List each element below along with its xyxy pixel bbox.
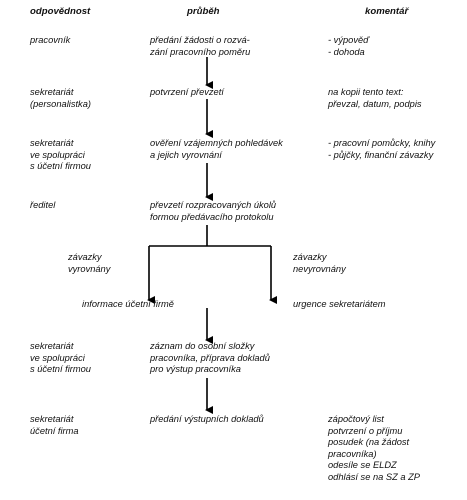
branch-right-outcome: urgence sekretariátem	[293, 299, 386, 309]
header-comment: komentář	[365, 6, 409, 17]
step2-process: potvrzení převzetí	[150, 87, 224, 97]
branch-left-condition: závazky vyrovnány	[68, 252, 111, 274]
step6-comment: zápočtový list potvrzení o příjmu posude…	[328, 414, 420, 482]
step1-process: předání žádosti o rozvá- zání pracovního…	[150, 35, 251, 57]
step4-process: převzetí rozpracovaných úkolů formou pře…	[150, 200, 277, 222]
step2-comment: na kopii tento text: převzal, datum, pod…	[328, 87, 422, 109]
step3-comment: - pracovní pomůcky, knihy - půjčky, fina…	[328, 138, 436, 160]
step1-responsible: pracovník	[30, 35, 71, 45]
step4-responsible: ředitel	[30, 200, 56, 210]
step3-responsible: sekretariát ve spolupráci s účetní firmo…	[30, 138, 91, 172]
step3-process: ověření vzájemných pohledávek a jejich v…	[150, 138, 283, 160]
branch-left-outcome: informace účetní firmě	[82, 299, 174, 309]
step1-comment: - výpověď - dohoda	[328, 35, 369, 57]
step6-responsible: sekretariát účetní firma	[30, 414, 79, 436]
step6-process: předání výstupních dokladů	[150, 414, 264, 424]
header-responsibility: odpovědnost	[30, 6, 91, 17]
step5-process: záznam do osobní složky pracovníka, příp…	[150, 341, 270, 375]
header-process: průběh	[187, 6, 220, 17]
step5-responsible: sekretariát ve spolupráci s účetní firmo…	[30, 341, 91, 375]
step2-responsible: sekretariát (personalistka)	[30, 87, 91, 109]
branch-right-condition: závazky nevyrovnány	[293, 252, 346, 274]
